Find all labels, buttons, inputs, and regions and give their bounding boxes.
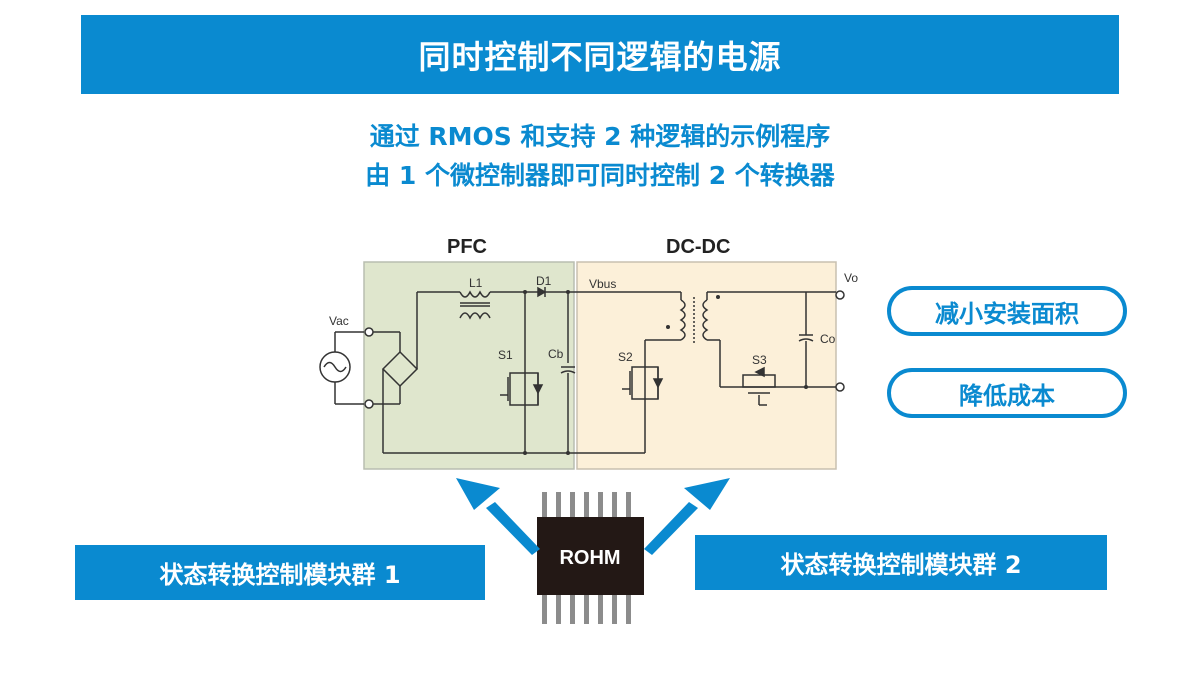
chip-label: ROHM: [559, 547, 620, 569]
inductor-l1-icon: [459, 290, 491, 320]
label-vo: Vo: [844, 271, 858, 285]
label-s2: S2: [618, 350, 633, 364]
label-l1: L1: [469, 276, 483, 290]
arrow-right-icon: [644, 478, 730, 555]
ac-source-icon: [319, 331, 364, 405]
arrows: [456, 478, 730, 555]
pfc-section-label: PFC: [447, 236, 487, 258]
dcdc-section-label: DC-DC: [666, 236, 731, 258]
capacitor-co-icon: [798, 334, 814, 342]
benefit-badge-area: 减小安装面积: [887, 286, 1127, 336]
label-d1: D1: [536, 274, 552, 288]
benefit-badge-cost: 降低成本: [887, 368, 1127, 418]
pfc-block: [363, 261, 575, 470]
circuit-diagram: Vac L1 D1 S1 Cb Vbus S2 S3 Co Vo: [319, 261, 858, 470]
mosfet-s1-icon: [500, 372, 544, 406]
terminal-icon: [364, 327, 374, 337]
title-banner: 同时控制不同逻辑的电源: [81, 15, 1119, 94]
module-group-2: 状态转换控制模块群 2: [695, 535, 1107, 590]
terminal-icon: [835, 290, 845, 300]
label-co: Co: [820, 332, 836, 346]
terminal-icon: [835, 382, 845, 392]
bridge-rectifier-icon: [381, 292, 419, 453]
label-s3: S3: [752, 353, 767, 367]
mosfet-s2-icon: [622, 366, 664, 400]
label-s1: S1: [498, 348, 513, 362]
module-group-1: 状态转换控制模块群 1: [75, 545, 485, 600]
rohm-chip: ROHM: [537, 492, 644, 624]
subtitle-line-2: 由 1 个微控制器即可同时控制 2 个转换器: [365, 161, 835, 190]
chip-pins: [542, 492, 631, 624]
arrow-left-icon: [456, 478, 540, 555]
mosfet-s3-icon: [742, 366, 776, 406]
diode-d1-icon: [535, 286, 568, 298]
transformer-icon: [645, 292, 720, 343]
terminal-icon: [364, 399, 374, 409]
page-title: 同时控制不同逻辑的电源: [418, 37, 782, 76]
label-cb: Cb: [548, 347, 564, 361]
subtitle-line-1: 通过 RMOS 和支持 2 种逻辑的示例程序: [369, 122, 831, 151]
label-vac: Vac: [329, 314, 349, 328]
capacitor-cb-icon: [560, 366, 576, 374]
chip-body: [537, 517, 644, 595]
label-vbus: Vbus: [589, 277, 616, 291]
